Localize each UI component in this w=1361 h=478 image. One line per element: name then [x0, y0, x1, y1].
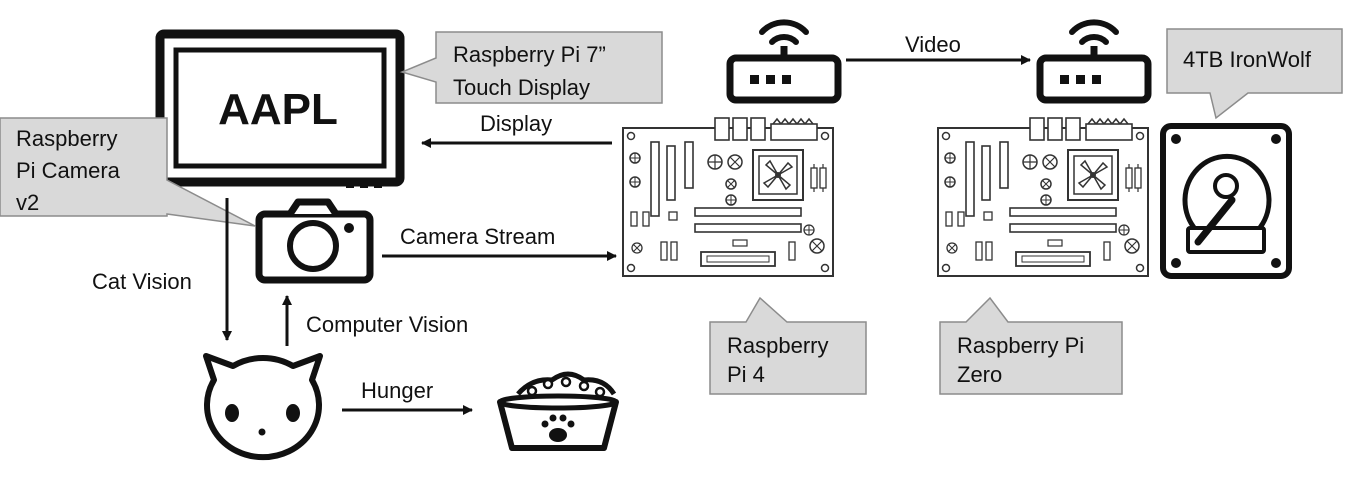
wifi-router-icon [730, 22, 838, 100]
label-display: Display [480, 111, 552, 136]
callout-display-line1: Raspberry Pi 7” [453, 42, 606, 67]
label-cat-vision: Cat Vision [92, 269, 192, 294]
raspberry-pi-zero-board-icon [937, 117, 1149, 277]
touch-display-icon [155, 29, 405, 188]
callout-camera: Raspberry Pi Camera v2 [0, 117, 256, 227]
callout-hdd: 4TB IronWolf [1166, 28, 1343, 120]
callout-pi-zero: Raspberry Pi Zero [939, 296, 1123, 395]
callout-camera-line3: v2 [16, 190, 39, 215]
food-bowl-icon [497, 371, 619, 451]
display-screen-text: AAPL [218, 85, 338, 134]
wifi-router-icon [1040, 22, 1148, 100]
label-camera-stream: Camera Stream [400, 224, 555, 249]
callout-pi4-line2: Pi 4 [727, 362, 765, 387]
cat-icon [203, 353, 323, 461]
callout-pi4: Raspberry Pi 4 [709, 296, 867, 395]
label-hunger: Hunger [361, 378, 433, 403]
label-computer-vision: Computer Vision [306, 312, 468, 337]
callout-pizero-line2: Zero [957, 362, 1002, 387]
callout-camera-line1: Raspberry [16, 126, 117, 151]
callout-touch-display: Raspberry Pi 7” Touch Display [399, 31, 663, 104]
callout-hdd-line1: 4TB IronWolf [1183, 47, 1312, 72]
hard-drive-icon [1160, 123, 1292, 279]
raspberry-pi-4-board-icon [622, 117, 834, 277]
callout-camera-line2: Pi Camera [16, 158, 121, 183]
callout-display-line2: Touch Display [453, 75, 590, 100]
camera-icon [255, 198, 374, 284]
callout-pizero-line1: Raspberry Pi [957, 333, 1084, 358]
label-video: Video [905, 32, 961, 57]
callout-pi4-line1: Raspberry [727, 333, 828, 358]
